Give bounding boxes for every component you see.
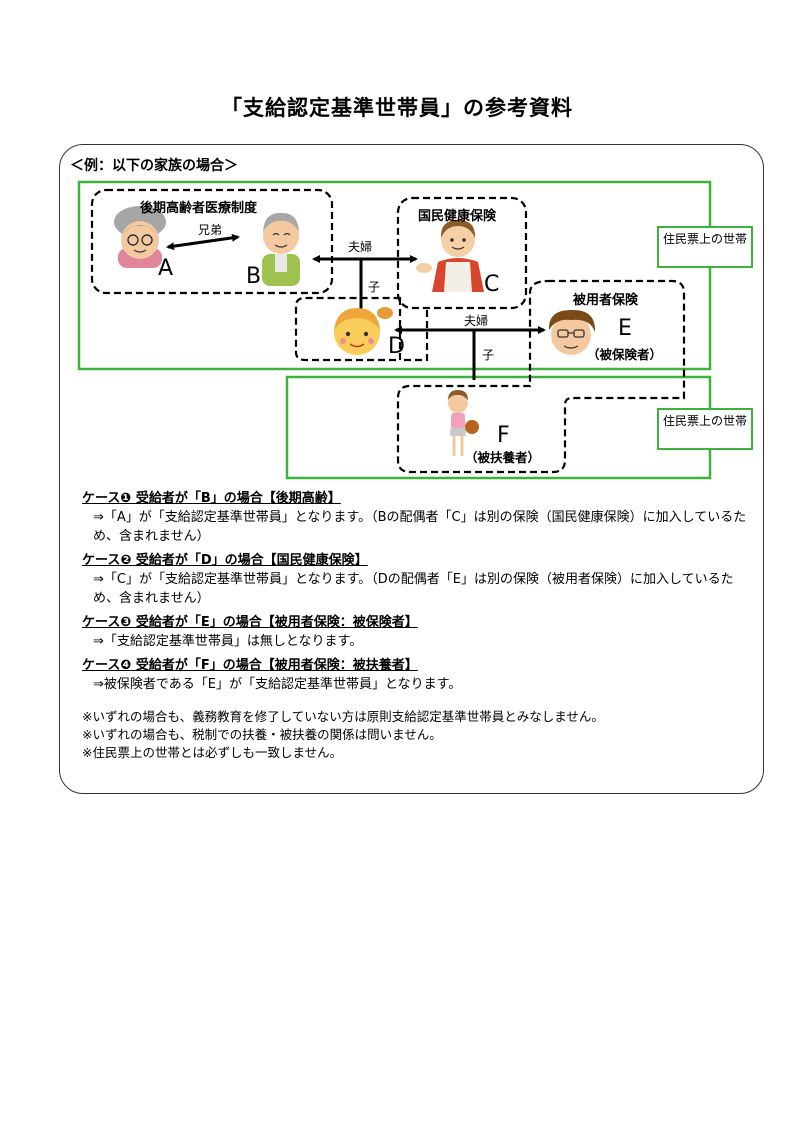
case-title: ケース❹ 受給者が「F」の場合【被用者保険：被扶養者】 — [82, 658, 418, 673]
elderly-woman-icon — [114, 206, 166, 268]
man-glasses-icon — [548, 309, 596, 355]
group-label-late-elderly: 後期高齢者医療制度 — [140, 201, 258, 216]
family-diagram — [77, 180, 712, 480]
note-item: ※住民票上の世帯とは必ずしも一致しません。 — [82, 745, 343, 760]
case-4: ケース❹ 受給者が「F」の場合【被用者保険：被扶養者】 ⇒被保険者である「E」が… — [82, 657, 752, 694]
example-heading: ＜例：以下の家族の場合＞ — [70, 158, 238, 174]
person-d-label: D — [388, 334, 405, 359]
notes: ※いずれの場合も、義務教育を修了していない方は原則支給認定基準世帯員とみなしませ… — [82, 708, 752, 762]
resident-household-label-1: 住民票上の世帯 — [657, 226, 753, 268]
relation-label-child-f: 子 — [482, 348, 495, 362]
national-health-group-boundary — [396, 196, 528, 310]
national-health-group-boundary-d — [294, 296, 402, 362]
resident-household-box-1 — [77, 180, 712, 371]
person-c-label: C — [484, 272, 500, 297]
elderly-man-icon — [262, 212, 300, 286]
case-body: ⇒「C」が「支給認定基準世帯員」となります。（Dの配偶者「E」は別の保険（被用者… — [93, 572, 734, 606]
person-a-label: A — [158, 256, 174, 281]
case-body: ⇒「A」が「支給認定基準世帯員」となります。（Bの配偶者「C」は別の保険（国民健… — [93, 510, 747, 544]
late-elderly-group-boundary — [90, 188, 334, 295]
page-title: 「支給認定基準世帯員」の参考資料 — [221, 96, 573, 120]
content-frame — [59, 144, 764, 794]
person-f-label: F — [497, 423, 510, 448]
case-3: ケース❸ 受給者が「E」の場合【被用者保険：被保険者】 ⇒「支給認定基準世帯員」… — [82, 614, 752, 651]
case-1: ケース❶ 受給者が「B」の場合【後期高齢】 ⇒「A」が「支給認定基準世帯員」とな… — [82, 490, 752, 546]
person-b-label: B — [246, 264, 262, 289]
siblings-arrow — [166, 233, 240, 251]
child-basketball-icon — [448, 390, 479, 456]
person-e-label: E — [618, 316, 632, 341]
case-title: ケース❶ 受給者が「B」の場合【後期高齢】 — [82, 491, 341, 506]
case-body: ⇒被保険者である「E」が「支給認定基準世帯員」となります。 — [93, 677, 462, 692]
resident-household-label-2: 住民票上の世帯 — [657, 408, 753, 450]
woman-apron-icon — [416, 220, 484, 292]
case-list: ケース❶ 受給者が「B」の場合【後期高齢】 ⇒「A」が「支給認定基準世帯員」とな… — [82, 490, 752, 762]
group-label-national-health: 国民健康保険 — [418, 209, 497, 224]
person-f-sub-label: （被扶養者） — [465, 450, 541, 465]
case-title: ケース❷ 受給者が「D」の場合【国民健康保険】 — [82, 553, 368, 568]
employee-group-boundary — [396, 279, 686, 474]
relation-label-child-d: 子 — [368, 280, 381, 294]
note-item: ※いずれの場合も、義務教育を修了していない方は原則支給認定基準世帯員とみなしませ… — [82, 709, 604, 724]
person-e-sub-label: （被保険者） — [587, 347, 663, 362]
note-item: ※いずれの場合も、税制での扶養・被扶養の関係は問いません。 — [82, 727, 442, 742]
case-body: ⇒「支給認定基準世帯員」は無しとなります。 — [93, 634, 363, 649]
relation-label-siblings: 兄弟 — [198, 223, 223, 237]
case-title: ケース❸ 受給者が「E」の場合【被用者保険：被保険者】 — [82, 615, 418, 630]
group-label-employee: 被用者保険 — [573, 293, 639, 308]
relation-label-spouse-de: 夫婦 — [464, 314, 489, 328]
case-2: ケース❷ 受給者が「D」の場合【国民健康保険】 ⇒「C」が「支給認定基準世帯員」… — [82, 552, 752, 608]
relation-label-spouse-bc: 夫婦 — [348, 240, 373, 254]
girl-icon — [334, 307, 393, 355]
